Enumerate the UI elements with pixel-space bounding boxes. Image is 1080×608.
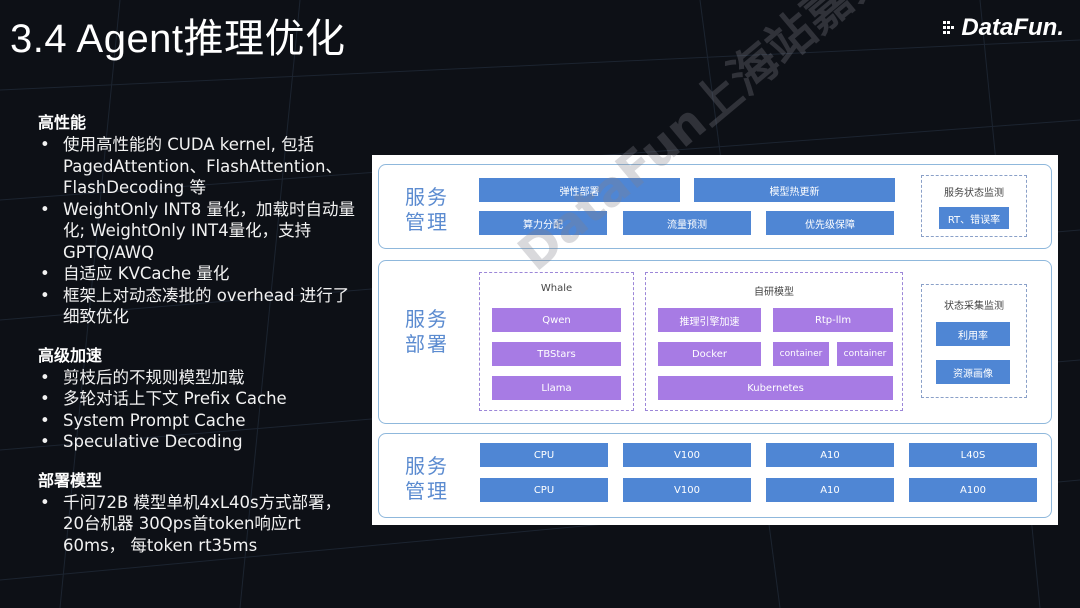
- docker-box: Docker: [658, 342, 761, 366]
- utilization-box: 利用率: [936, 322, 1010, 346]
- hardware-box: A10: [766, 443, 894, 467]
- bullet-item: 多轮对话上下文 Prefix Cache: [38, 388, 358, 410]
- resource-profile-box: 资源画像: [936, 360, 1010, 384]
- hardware-box: V100: [623, 478, 751, 502]
- logo-text: DataFun.: [961, 14, 1064, 41]
- model-hot-update-box: 模型热更新: [694, 178, 895, 202]
- architecture-diagram: 服务管理 弹性部署 模型热更新 算力分配 流量预测 优先级保障 服务状态监测 R…: [372, 155, 1058, 525]
- bullet-sections: 高性能 使用高性能的 CUDA kernel, 包括 PagedAttentio…: [38, 112, 358, 573]
- service-monitor-group: 服务状态监测 RT、错误率: [921, 175, 1027, 237]
- hardware-box: V100: [623, 443, 751, 467]
- row-label: 服务部署: [405, 307, 449, 356]
- section-title: 高性能: [38, 113, 87, 132]
- section-performance: 高性能 使用高性能的 CUDA kernel, 包括 PagedAttentio…: [38, 112, 358, 328]
- self-developed-group: 自研模型 推理引擎加速 Rtp-llm Docker container con…: [645, 272, 903, 411]
- group-title: 状态采集监测: [944, 301, 1004, 312]
- row-hardware: 服务管理 CPU V100 A10 L40S CPU V100 A10 A100: [378, 433, 1052, 518]
- bullet-list: 剪枝后的不规则模型加载 多轮对话上下文 Prefix Cache System …: [38, 367, 358, 453]
- elastic-deploy-box: 弹性部署: [479, 178, 680, 202]
- compute-allocation-box: 算力分配: [479, 211, 607, 235]
- row-service-management: 服务管理 弹性部署 模型热更新 算力分配 流量预测 优先级保障 服务状态监测 R…: [378, 164, 1052, 249]
- row-service-deployment: 服务部署 Whale Qwen TBStars Llama 自研模型 推理引擎加…: [378, 260, 1052, 424]
- rt-error-rate-box: RT、错误率: [939, 207, 1009, 229]
- tbstars-box: TBStars: [492, 342, 621, 366]
- row-label: 服务管理: [405, 185, 449, 234]
- section-title: 部署模型: [38, 470, 103, 490]
- bullet-item: 框架上对动态凑批的 overhead 进行了细致优化: [38, 285, 358, 328]
- section-deployment: 部署模型 千问72B 模型单机4xL40s方式部署，20台机器 30Qps首to…: [38, 470, 358, 557]
- bullet-item: Speculative Decoding: [38, 431, 358, 453]
- container-box: container: [837, 342, 893, 366]
- hardware-box: A10: [766, 478, 894, 502]
- hardware-box: CPU: [480, 443, 608, 467]
- hardware-box: A100: [909, 478, 1037, 502]
- logo-dots-icon: [943, 18, 957, 38]
- section-acceleration: 高级加速 剪枝后的不规则模型加载 多轮对话上下文 Prefix Cache Sy…: [38, 345, 358, 453]
- traffic-forecast-box: 流量预测: [623, 211, 751, 235]
- section-title: 高级加速: [38, 345, 103, 365]
- bullet-item: 剪枝后的不规则模型加载: [38, 367, 358, 389]
- bullet-list: 千问72B 模型单机4xL40s方式部署，20台机器 30Qps首token响应…: [38, 492, 358, 557]
- bullet-item: WeightOnly INT8 量化，加载时自动量化; WeightOnly I…: [38, 199, 358, 264]
- priority-guarantee-box: 优先级保障: [766, 211, 894, 235]
- bullet-item: 千问72B 模型单机4xL40s方式部署，20台机器 30Qps首token响应…: [38, 492, 358, 557]
- hardware-box: CPU: [480, 478, 608, 502]
- llama-box: Llama: [492, 376, 621, 400]
- whale-group: Whale Qwen TBStars Llama: [479, 272, 634, 411]
- row-label: 服务管理: [405, 454, 449, 503]
- hardware-box: L40S: [909, 443, 1037, 467]
- bullet-item: 自适应 KVCache 量化: [38, 263, 358, 285]
- group-title: Whale: [540, 283, 573, 294]
- group-title: 自研模型: [754, 287, 794, 298]
- qwen-box: Qwen: [492, 308, 621, 332]
- container-box: container: [773, 342, 829, 366]
- rtp-llm-box: Rtp-llm: [773, 308, 893, 332]
- datafun-logo: DataFun.: [943, 14, 1064, 42]
- bullet-item: 使用高性能的 CUDA kernel, 包括 PagedAttention、Fl…: [38, 134, 358, 199]
- bullet-item: System Prompt Cache: [38, 410, 358, 432]
- status-collection-group: 状态采集监测 利用率 资源画像: [921, 284, 1027, 398]
- inference-engine-box: 推理引擎加速: [658, 308, 761, 332]
- slide-title: 3.4 Agent推理优化: [10, 17, 346, 61]
- bullet-list: 使用高性能的 CUDA kernel, 包括 PagedAttention、Fl…: [38, 134, 358, 328]
- kubernetes-box: Kubernetes: [658, 376, 893, 400]
- group-title: 服务状态监测: [944, 188, 1004, 199]
